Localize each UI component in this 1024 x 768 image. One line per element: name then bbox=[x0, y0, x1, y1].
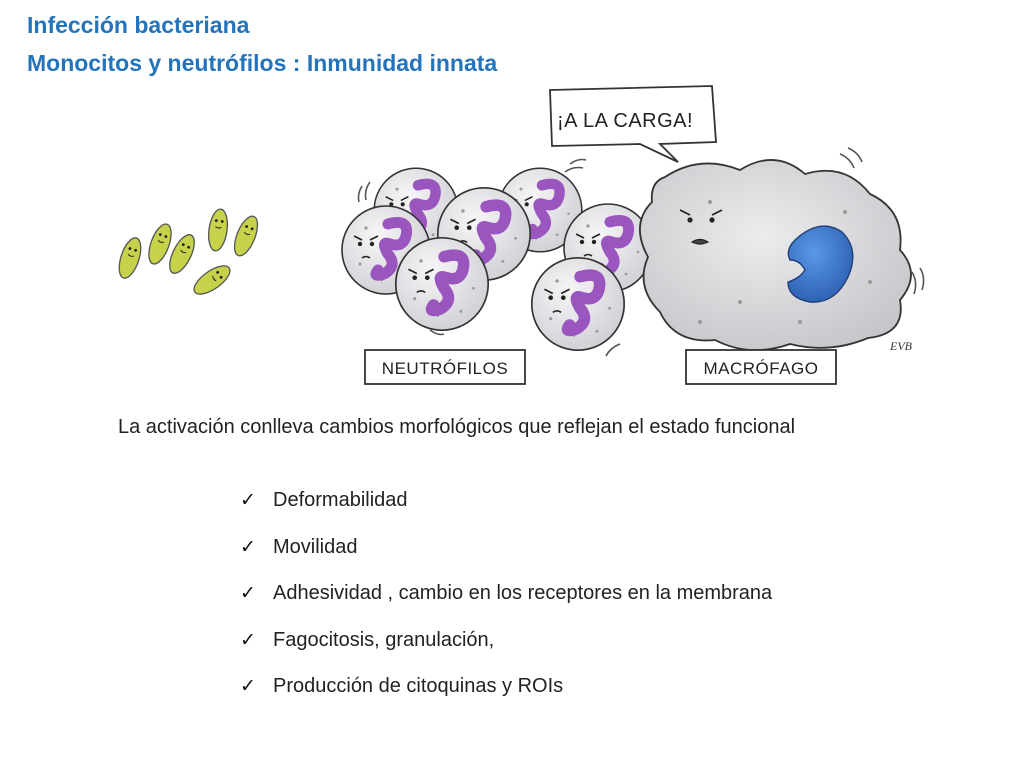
checkmark-icon: ✓ bbox=[240, 628, 256, 651]
artist-signature: EVB bbox=[889, 339, 913, 353]
checklist-item-text: Fagocitosis, granulación, bbox=[273, 628, 495, 651]
bacterium bbox=[205, 207, 231, 253]
neutrophil-cluster bbox=[342, 168, 652, 350]
checkmark-icon: ✓ bbox=[240, 675, 256, 697]
macrophage-cell bbox=[639, 159, 912, 352]
checklist-item-text: Adhesividad , cambio en los receptores e… bbox=[273, 582, 773, 604]
feature-checklist: ✓ Deformabilidad ✓ Movilidad ✓ Adhesivid… bbox=[240, 488, 772, 721]
speech-bubble: ¡A LA CARGA! bbox=[549, 85, 717, 163]
neutrophil-cell bbox=[396, 238, 488, 330]
immune-cells-illustration: ¡A LA CARGA! NEUTRÓFILOS MACRÓFAGO EVB bbox=[114, 85, 925, 385]
checklist-item: ✓ Adhesividad , cambio en los receptores… bbox=[240, 581, 772, 628]
motion-marks bbox=[357, 147, 925, 357]
slide-title-line-2: Monocitos y neutrófilos : Inmunidad inna… bbox=[27, 50, 498, 76]
lead-text: La activación conlleva cambios morfológi… bbox=[118, 416, 796, 438]
checkmark-icon: ✓ bbox=[240, 535, 256, 558]
checkmark-icon: ✓ bbox=[240, 489, 256, 511]
slide-title-line-1: Infección bacteriana bbox=[27, 12, 250, 38]
macrophage-nucleus bbox=[787, 225, 854, 303]
speech-bubble-text: ¡A LA CARGA! bbox=[557, 110, 693, 132]
checklist-item-text: Movilidad bbox=[273, 535, 358, 558]
label-neutrophils-text: NEUTRÓFILOS bbox=[382, 359, 508, 378]
bacteria-group bbox=[114, 207, 263, 301]
checklist-item: ✓ Fagocitosis, granulación, bbox=[240, 628, 772, 675]
checklist-item: ✓ Producción de citoquinas y ROIs bbox=[240, 674, 772, 721]
label-macrophage: MACRÓFAGO bbox=[685, 349, 837, 385]
label-macrophage-text: MACRÓFAGO bbox=[703, 359, 818, 378]
checklist-item: ✓ Deformabilidad bbox=[240, 488, 772, 535]
bacterium bbox=[114, 234, 146, 282]
checklist-item-text: Producción de citoquinas y ROIs bbox=[273, 675, 564, 697]
checklist-item-text: Deformabilidad bbox=[273, 489, 408, 511]
bacterium bbox=[188, 259, 236, 301]
checkmark-icon: ✓ bbox=[240, 582, 256, 604]
checklist-item: ✓ Movilidad bbox=[240, 535, 772, 582]
label-neutrophils: NEUTRÓFILOS bbox=[364, 349, 526, 385]
neutrophil-cell bbox=[532, 258, 624, 350]
bacterium bbox=[229, 212, 263, 260]
